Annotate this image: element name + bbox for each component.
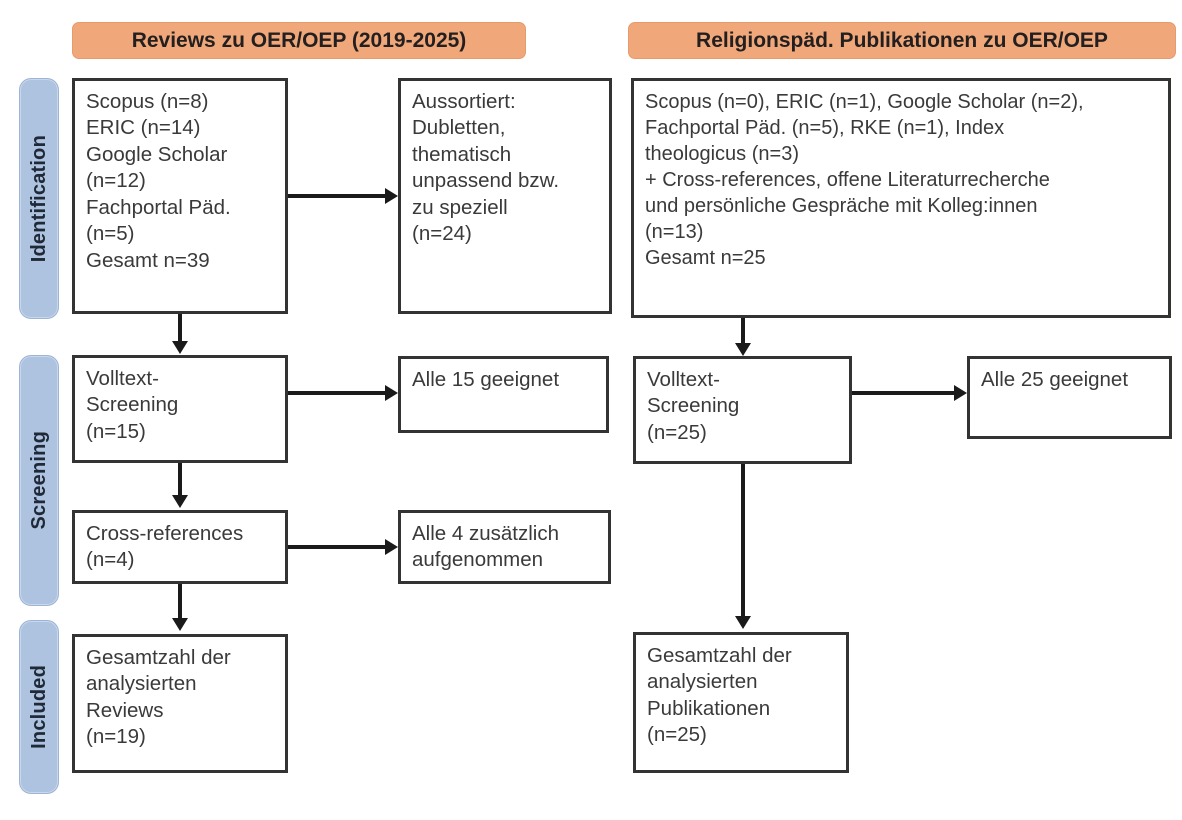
arrowhead-right-identification-to-screening (735, 343, 751, 356)
arrowhead-left-crossrefs-to-result (385, 539, 398, 555)
connector-left-crossrefs-to-result (288, 545, 385, 549)
phase-label-screening: Screening (19, 355, 59, 606)
box-left-cross-references-result: Alle 4 zusätzlich aufgenommen (398, 510, 611, 584)
phase-label-screening-text: Screening (27, 431, 50, 530)
connector-right-screening-to-result (852, 391, 954, 395)
box-left-included-total: Gesamtzahl der analysierten Reviews (n=1… (72, 634, 288, 773)
box-right-included-total: Gesamtzahl der analysierten Publikatione… (633, 632, 849, 773)
connector-left-identification-to-screening (178, 314, 182, 343)
arrowhead-left-screening-to-result (385, 385, 398, 401)
column-header-reviews-label: Reviews zu OER/OEP (2019-2025) (131, 28, 467, 52)
box-left-cross-references: Cross-references (n=4) (72, 510, 288, 584)
arrowhead-right-screening-to-result (954, 385, 967, 401)
connector-left-screening-to-crossrefs (178, 463, 182, 497)
connector-left-screening-to-result (288, 391, 385, 395)
box-right-fulltext-screening: Volltext- Screening (n=25) (633, 356, 852, 464)
arrowhead-left-identification-to-screening (172, 341, 188, 354)
phase-label-included-text: Included (27, 665, 50, 749)
box-right-screening-result: Alle 25 geeignet (967, 356, 1172, 439)
arrowhead-left-identification-to-excluded (385, 188, 398, 204)
connector-right-identification-to-screening (741, 318, 745, 345)
box-left-fulltext-screening: Volltext- Screening (n=15) (72, 355, 288, 463)
connector-left-crossrefs-to-included (178, 584, 182, 620)
box-left-screening-result: Alle 15 geeignet (398, 356, 609, 433)
column-header-religionspaed: Religionspäd. Publikationen zu OER/OEP (628, 22, 1176, 59)
phase-label-identification-text: Identification (27, 134, 50, 263)
arrowhead-right-screening-to-included (735, 616, 751, 629)
arrowhead-left-screening-to-crossrefs (172, 495, 188, 508)
box-right-identification-sources: Scopus (n=0), ERIC (n=1), Google Scholar… (631, 78, 1171, 318)
column-header-reviews: Reviews zu OER/OEP (2019-2025) (72, 22, 526, 59)
phase-label-included: Included (19, 620, 59, 794)
box-left-identification-sources: Scopus (n=8) ERIC (n=14) Google Scholar … (72, 78, 288, 314)
arrowhead-left-crossrefs-to-included (172, 618, 188, 631)
connector-right-screening-to-included (741, 464, 745, 618)
column-header-religionspaed-label: Religionspäd. Publikationen zu OER/OEP (696, 28, 1108, 52)
box-left-excluded: Aussortiert: Dubletten, thematisch unpas… (398, 78, 612, 314)
connector-left-identification-to-excluded (288, 194, 385, 198)
phase-label-identification: Identification (19, 78, 59, 319)
